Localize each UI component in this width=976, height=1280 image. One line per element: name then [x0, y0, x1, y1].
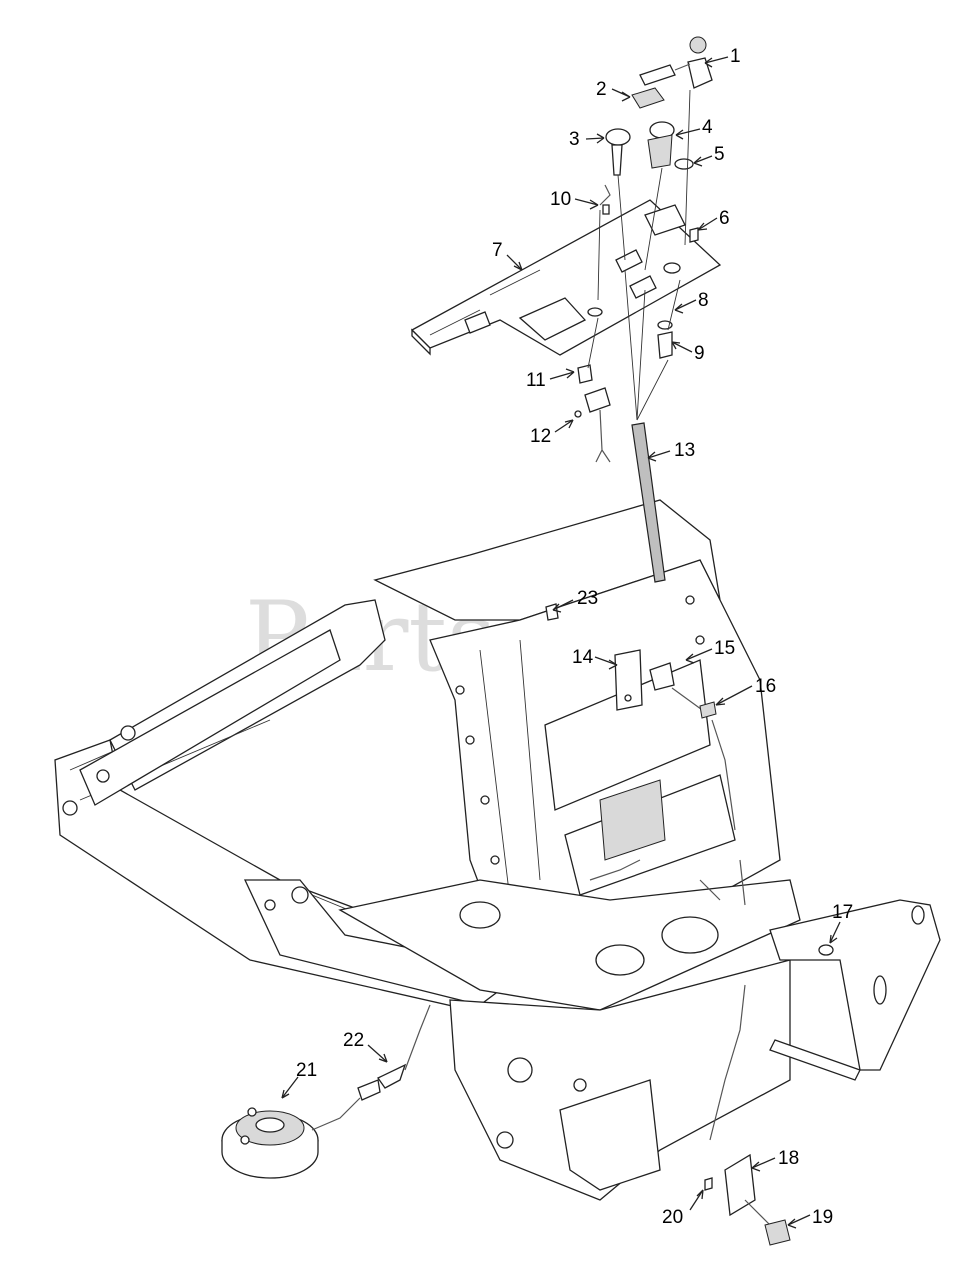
- connector-16: [671, 687, 717, 719]
- cable-11-12: [574, 364, 611, 463]
- callout-19: 19: [812, 1207, 833, 1228]
- switch-cap-2: [631, 87, 665, 109]
- callout-labels: 1 2 3 4 5 6 7 8 9 10 11 12 13 14 15 16 1…: [296, 46, 853, 1228]
- callout-3: 3: [569, 129, 580, 150]
- screw-10: [602, 204, 610, 215]
- callout-7: 7: [492, 240, 503, 261]
- callout-23: 23: [577, 588, 598, 609]
- callout-8: 8: [698, 290, 709, 311]
- callout-15: 15: [714, 638, 735, 659]
- callout-1: 1: [730, 46, 741, 67]
- knob-3: [599, 128, 631, 206]
- ignition-switch-4: [647, 121, 675, 169]
- bracket-14: [614, 649, 643, 711]
- callout-16: 16: [755, 676, 776, 697]
- callout-4: 4: [702, 117, 713, 138]
- switch-19: [744, 1199, 791, 1246]
- nut-17: [818, 944, 834, 956]
- callout-13: 13: [674, 440, 695, 461]
- dash-panel: [410, 199, 722, 356]
- nut-5: [674, 158, 694, 170]
- callout-21: 21: [296, 1060, 317, 1081]
- callout-12: 12: [530, 426, 551, 447]
- screw-6: [689, 227, 699, 243]
- callout-10: 10: [550, 189, 571, 210]
- callout-11: 11: [526, 370, 546, 391]
- callout-leaders: [281, 56, 841, 1229]
- main-frame: [54, 499, 941, 1201]
- callout-2: 2: [596, 79, 607, 100]
- callout-6: 6: [719, 208, 730, 229]
- wire-harness-13: [589, 422, 746, 906]
- wire-22: [311, 1004, 431, 1131]
- callout-5: 5: [714, 144, 725, 165]
- callout-20: 20: [662, 1207, 683, 1228]
- callout-22: 22: [343, 1030, 364, 1051]
- switch-15: [649, 662, 675, 691]
- callout-9: 9: [694, 343, 705, 364]
- callout-14: 14: [572, 647, 594, 668]
- seat-switch-18: [709, 984, 756, 1217]
- ignition-key-1: [639, 36, 713, 89]
- screw-20: [704, 1177, 713, 1191]
- switch-8-9: [657, 320, 673, 359]
- callout-17: 17: [832, 902, 853, 923]
- callout-18: 18: [778, 1148, 799, 1169]
- pto-clutch-21: [221, 1107, 319, 1179]
